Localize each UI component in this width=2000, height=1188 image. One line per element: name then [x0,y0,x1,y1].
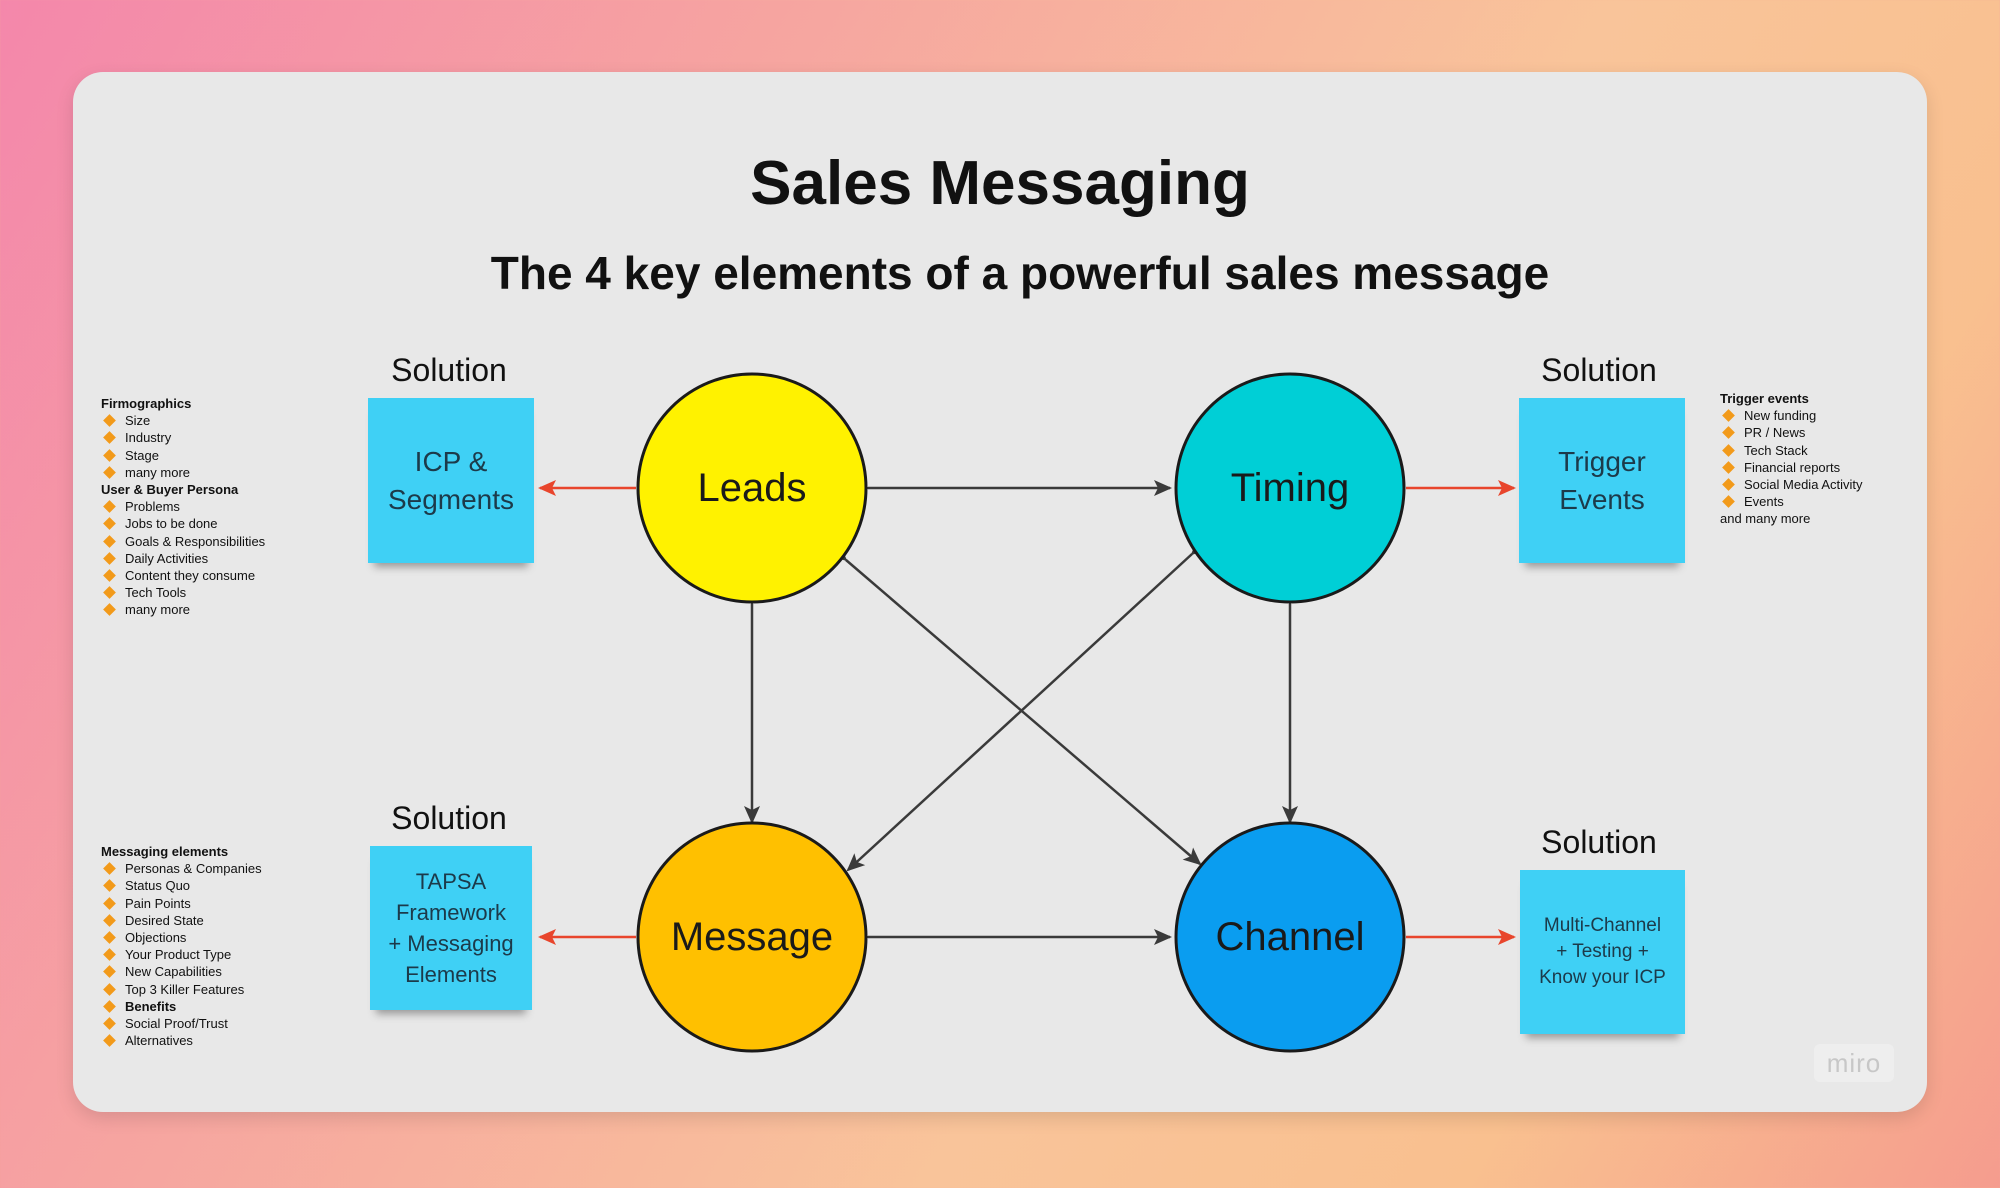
list-item: Desired State [101,912,262,929]
channel-circle [1174,821,1406,1053]
list-item: Personas & Companies [101,860,262,877]
arrow-timing-message [846,537,1210,872]
list-item: Industry [101,429,265,446]
leads-circle [636,372,868,604]
list-item: Tech Tools [101,584,265,601]
list-item: Jobs to be done [101,515,265,532]
list-item: Goals & Responsibilities [101,533,265,550]
list-header: Trigger events [1720,391,1809,406]
list-item: Tech Stack [1720,442,1863,459]
miro-watermark: miro [1814,1044,1894,1082]
list-item: Pain Points [101,895,262,912]
list-item: Financial reports [1720,459,1863,476]
list-item: Stage [101,447,265,464]
list-header: Messaging elements [101,844,229,859]
timing-solution-label: Solution [1541,352,1657,388]
sticky-note-text: Trigger Events [1558,445,1646,515]
list-item: Size [101,412,265,429]
list-item: Content they consume [101,567,265,584]
list-header: Firmographics [101,396,192,411]
arrow-leads-channel [828,543,1202,866]
message-solution-label: Solution [391,800,507,836]
list-item: Your Product Type [101,946,262,963]
page-subtitle: The 4 key elements of a powerful sales m… [490,247,1550,299]
list-item: Top 3 Killer Features [101,981,262,998]
message-label: Message [670,915,834,959]
list-item: New funding [1720,407,1863,424]
list-item: Daily Activities [101,550,265,567]
leads-solution-label: Solution [391,352,507,388]
channel-label: Channel [1215,915,1365,959]
sticky-note-icp-segments[interactable]: ICP & Segments [368,398,534,563]
timing-label: Timing [1230,466,1350,510]
list-item: many more [101,601,265,618]
leads-label: Leads [697,466,807,510]
list-item: Events [1720,493,1863,510]
sticky-note-tapsa-framework[interactable]: TAPSA Framework + Messaging Elements [370,846,532,1010]
sticky-note-text: Multi-Channel + Testing + Know your ICP [1539,915,1666,988]
list-item: Objections [101,929,262,946]
list-item: Status Quo [101,877,262,894]
page-title: Sales Messaging [750,149,1250,218]
list-item: Social Media Activity [1720,476,1863,493]
timing-circle [1174,372,1406,604]
list-header: User & Buyer Persona [101,482,239,498]
list-item: and many more [1720,511,1811,527]
list-item: Problems [101,498,265,515]
message-circle [636,821,868,1053]
list-item: Benefits [101,998,262,1015]
list-item: PR / News [1720,424,1863,441]
list-item: Alternatives [101,1032,262,1049]
channel-solution-label: Solution [1541,824,1657,860]
list-item: Social Proof/Trust [101,1015,262,1032]
sticky-note-multi-channel[interactable]: Multi-Channel + Testing + Know your ICP [1520,870,1685,1034]
sticky-note-text: ICP & Segments [387,445,515,515]
sticky-note-text: TAPSA Framework + Messaging Elements [388,869,514,987]
list-item: New Capabilities [101,963,262,980]
sticky-note-trigger-events[interactable]: Trigger Events [1519,398,1685,563]
list-item: many more [101,464,265,481]
